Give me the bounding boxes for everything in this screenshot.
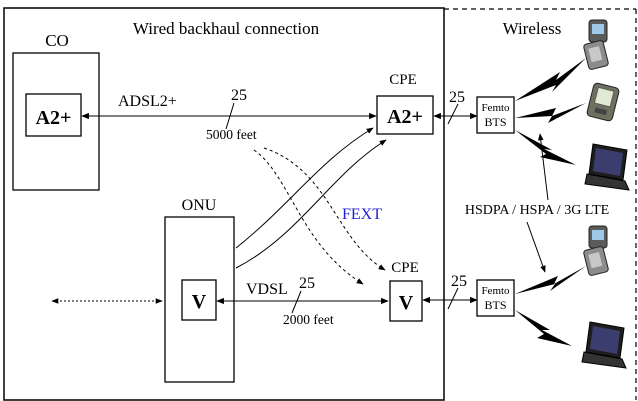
wireless-standards-label: HSDPA / HSPA / 3G LTE xyxy=(465,203,609,218)
co-modem-box xyxy=(25,93,82,137)
wired-region xyxy=(3,7,445,401)
adsl-pair-count: 25 xyxy=(231,87,247,104)
cpe-bottom-pair-tick xyxy=(447,287,459,310)
fext-curve-2 xyxy=(263,147,386,271)
cpe-top-pair-tick xyxy=(447,103,459,125)
pda-icon xyxy=(586,82,620,122)
cpe-top-modem-box xyxy=(376,95,434,135)
cpe-bottom-modem-box xyxy=(389,280,423,322)
laptop-icon xyxy=(581,321,627,369)
femto-bottom-box xyxy=(476,279,515,317)
onu-modem-box xyxy=(181,279,217,321)
wireless-links xyxy=(515,58,586,346)
wireless-section-title: Wireless xyxy=(503,19,562,38)
co-label: CO xyxy=(45,31,69,50)
flip-phone-icon xyxy=(583,19,609,70)
onu-modem-label: V xyxy=(192,291,207,313)
cpe-top-pair-count: 25 xyxy=(449,89,465,106)
cpe-top-modem-label: A2+ xyxy=(387,106,423,128)
femto-bottom-label-line1: Femto xyxy=(481,285,510,297)
lightning-bolt-icon xyxy=(515,310,572,346)
vdsl-label: VDSL xyxy=(246,281,288,298)
femto-top-label-line1: Femto xyxy=(481,102,510,114)
flip-phone-icon xyxy=(583,225,609,276)
vdsl-pair-count: 25 xyxy=(299,275,315,292)
standards-arrow-down xyxy=(526,221,546,273)
vdsl-pair-tick xyxy=(291,290,302,314)
onu-label: ONU xyxy=(182,197,217,214)
cpe-bottom-modem-label: V xyxy=(399,292,414,314)
lightning-bolt-icon xyxy=(515,58,586,101)
vdsl-length: 2000 feet xyxy=(283,312,334,327)
lightning-bolt-icon xyxy=(515,266,586,294)
co-modem-label: A2+ xyxy=(36,107,72,129)
crosstalk-curve-lower xyxy=(235,139,387,269)
adsl-length: 5000 feet xyxy=(206,127,257,142)
fext-label: FEXT xyxy=(342,206,382,223)
standards-arrow-up xyxy=(537,133,549,201)
cpe-top-label: CPE xyxy=(389,72,417,88)
adsl-label: ADSL2+ xyxy=(118,93,177,110)
adsl-pair-tick xyxy=(225,102,235,130)
femto-top-box xyxy=(476,96,515,134)
lightning-bolt-icon xyxy=(515,130,576,165)
cpe-bottom-label: CPE xyxy=(391,260,419,276)
wired-section-title: Wired backhaul connection xyxy=(133,19,320,38)
laptop-icon xyxy=(584,143,630,191)
femto-top-label-line2: BTS xyxy=(484,115,506,129)
cpe-bottom-pair-count: 25 xyxy=(451,273,467,290)
lightning-bolt-icon xyxy=(515,103,586,123)
crosstalk-curve-upper xyxy=(235,127,374,249)
femto-bottom-label-line2: BTS xyxy=(484,298,506,312)
